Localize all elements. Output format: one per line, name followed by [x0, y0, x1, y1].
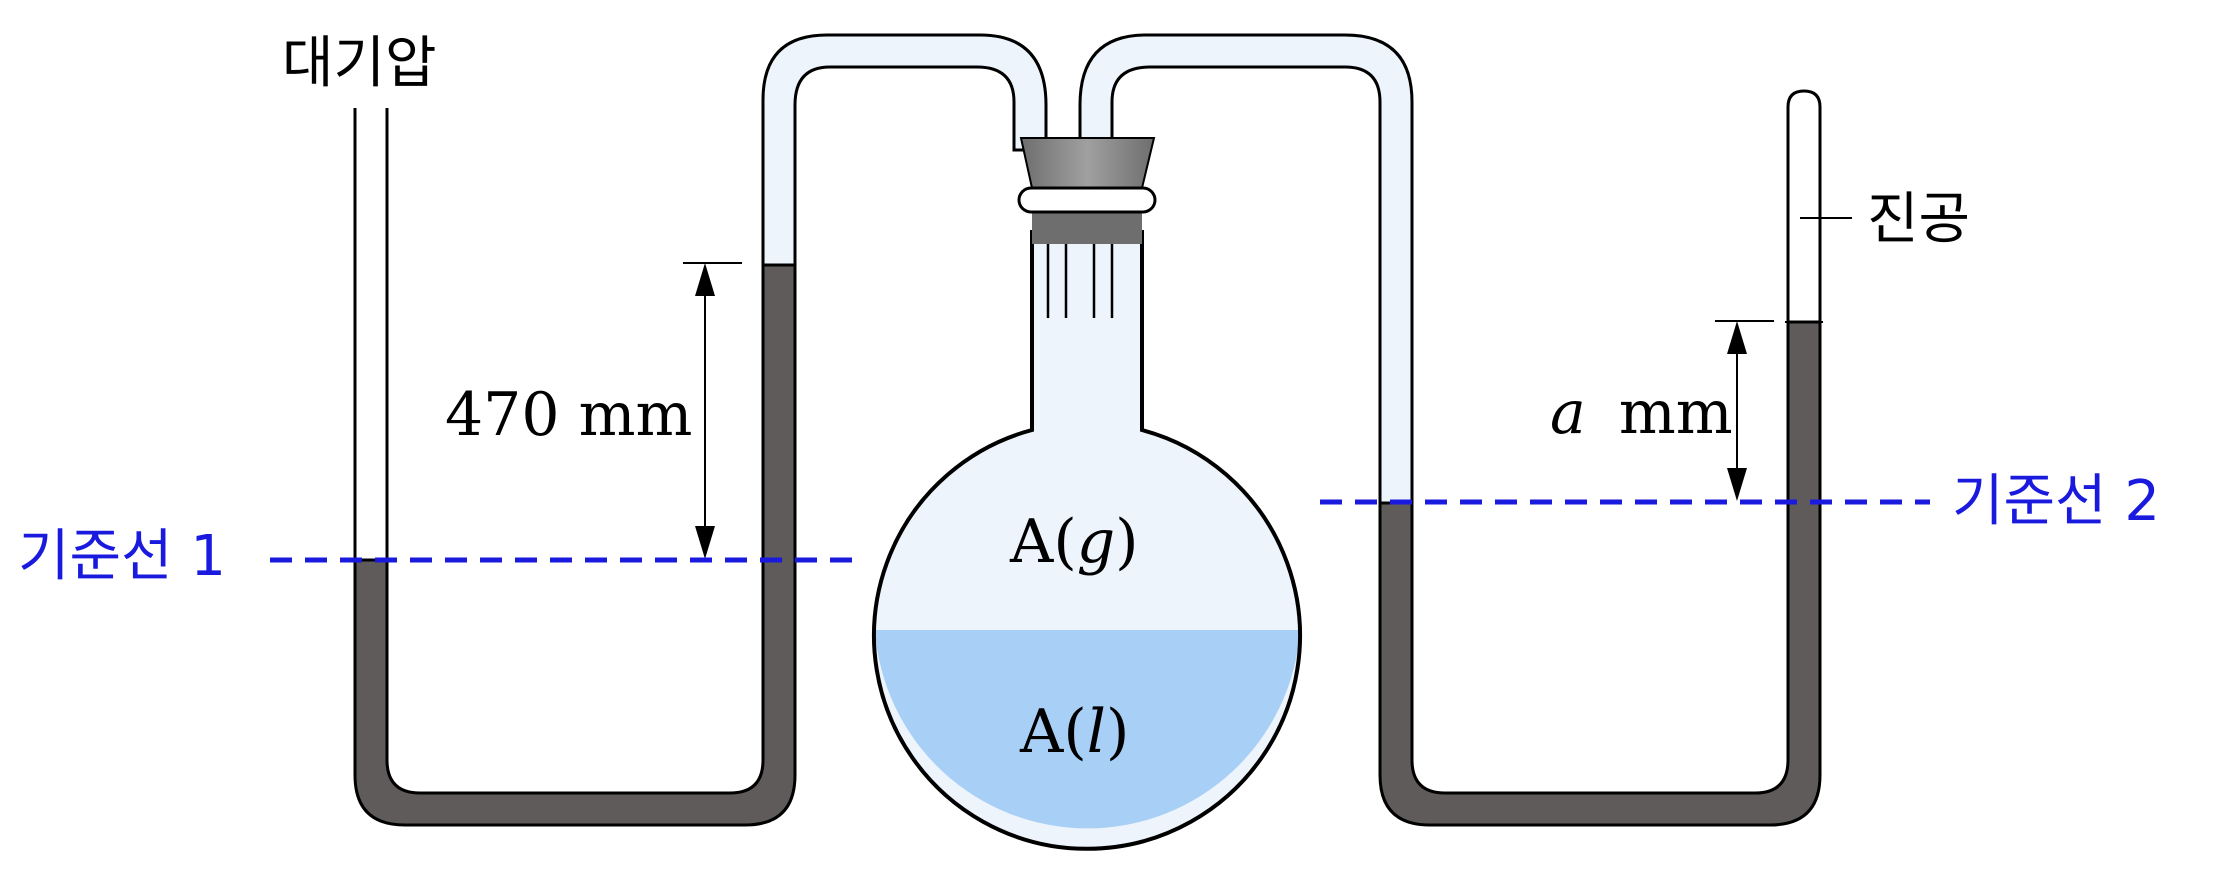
left-mercury-column: [353, 263, 797, 827]
vacuum-label: 진공: [1867, 187, 1970, 252]
gas-label: A(g): [1009, 507, 1139, 577]
left-open-arm: [353, 108, 389, 562]
arrowhead-down-icon: [1727, 468, 1747, 501]
stopper-lower: [1032, 210, 1142, 244]
arrowhead-up-icon: [695, 263, 715, 296]
right-height-label: a mm: [1550, 378, 1733, 448]
stopper: [1019, 137, 1156, 189]
left-connecting-tube: [761, 33, 1048, 267]
reference-line-1-label: 기준선 1: [18, 524, 226, 589]
left-manometer: [352, 33, 1048, 827]
flask: [872, 137, 1302, 851]
reference-line-2-label: 기준선 2: [1952, 469, 2160, 534]
liquid-region: [875, 630, 1300, 829]
left-height-dimension: [683, 262, 742, 559]
height-variable: a: [1550, 378, 1586, 448]
arrowhead-up-icon: [1727, 321, 1747, 354]
left-height-label: 470 mm: [445, 380, 692, 450]
vacuum-arm: [1786, 89, 1822, 324]
height-unit: mm: [1619, 378, 1733, 448]
right-mercury-column: [1378, 320, 1822, 827]
right-manometer: [1078, 33, 1823, 827]
liquid-label: A(l): [1019, 697, 1129, 767]
arrowhead-down-icon: [695, 526, 715, 559]
right-height-dimension: [1715, 320, 1774, 501]
right-connecting-tube: [1078, 33, 1414, 505]
clamp-ring: [1017, 186, 1157, 214]
atmosphere-label: 대기압: [282, 31, 437, 96]
